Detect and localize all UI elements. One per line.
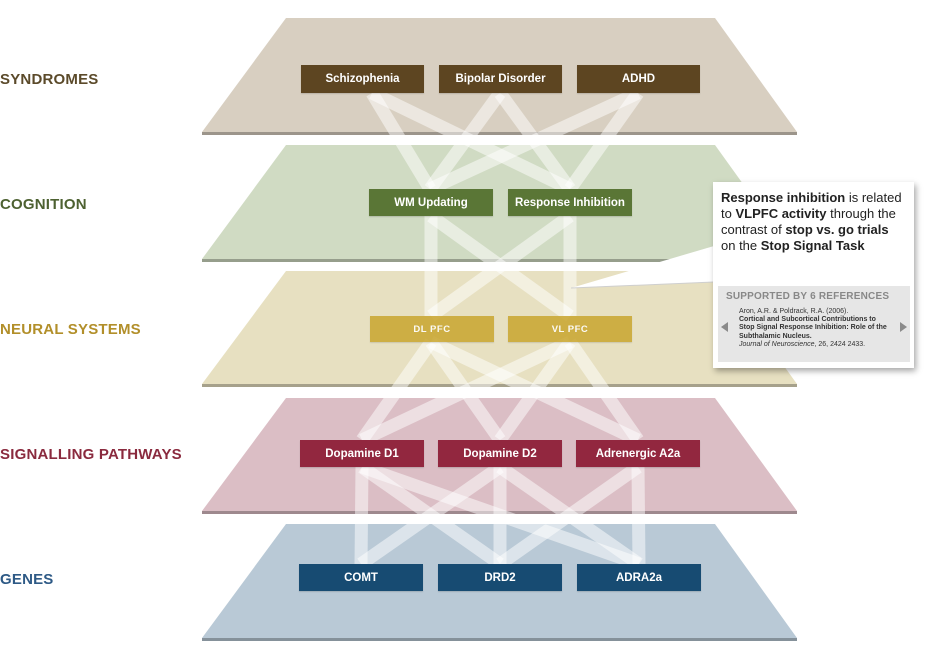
chevron-left-icon[interactable] bbox=[720, 321, 730, 333]
node-dopamine-d1[interactable]: Dopamine D1 bbox=[300, 440, 424, 467]
callout-pointer-edge bbox=[570, 281, 715, 289]
connection-band-16 bbox=[354, 466, 369, 565]
connection-band-5 bbox=[564, 89, 644, 193]
reference-entry: Aron, A.R. & Poldrack, R.A. (2006). Cort… bbox=[739, 308, 889, 349]
callout-text-part-6: Stop Signal Task bbox=[760, 238, 865, 253]
plane-2 bbox=[202, 271, 797, 384]
callout-text-part-2: VLPFC activity bbox=[735, 206, 827, 221]
level-label-genes: GENES bbox=[0, 571, 54, 588]
node-adra2a[interactable]: ADRA2a bbox=[577, 564, 701, 591]
callout-description: Response inhibition is related to VLPFC … bbox=[721, 190, 906, 254]
references-panel: SUPPORTED BY 6 REFERENCES Aron, A.R. & P… bbox=[718, 286, 910, 362]
node-vl-pfc[interactable]: VL PFC bbox=[508, 316, 632, 342]
node-dopamine-d2[interactable]: Dopamine D2 bbox=[438, 440, 562, 467]
node-bipolar-disorder[interactable]: Bipolar Disorder bbox=[439, 65, 562, 93]
level-label-neural-systems: NEURAL SYSTEMS bbox=[0, 321, 141, 338]
node-comt[interactable]: COMT bbox=[299, 564, 423, 591]
plane-1 bbox=[202, 145, 797, 259]
connection-band-4 bbox=[427, 87, 641, 195]
connection-band-13 bbox=[494, 338, 576, 444]
reference-journal: Journal of Neuroscience bbox=[739, 340, 815, 348]
connection-band-19 bbox=[357, 461, 504, 570]
callout-text-part-0: Response inhibition bbox=[721, 190, 846, 205]
info-callout: Response inhibition is related to VLPFC … bbox=[713, 182, 914, 368]
node-dl-pfc[interactable]: DL PFC bbox=[370, 316, 494, 342]
plane-edge-0 bbox=[202, 132, 797, 135]
callout-text-part-1: is related to bbox=[721, 190, 902, 221]
connection-band-0 bbox=[366, 89, 436, 193]
reference-authors: Aron, A.R. & Poldrack, R.A. (2006). bbox=[739, 308, 849, 315]
reference-title: Cortical and Subcortical Contributions t… bbox=[739, 316, 887, 340]
node-schizophrenia[interactable]: Schizophenia bbox=[301, 65, 424, 93]
references-heading: SUPPORTED BY 6 REFERENCES bbox=[726, 291, 890, 302]
plane-edge-2 bbox=[202, 384, 797, 387]
reference-details: , 26, 2424 2433. bbox=[814, 340, 866, 348]
callout-text-part-5: on the bbox=[721, 238, 761, 253]
callout-text-part-3: through the contrast of bbox=[721, 206, 896, 237]
connection-band-2 bbox=[424, 89, 506, 193]
callout-pointer bbox=[571, 246, 714, 288]
chevron-right-icon[interactable] bbox=[898, 321, 908, 333]
connection-band-10 bbox=[356, 338, 437, 444]
callout-text-part-4: stop vs. go trials bbox=[785, 222, 889, 237]
node-drd2[interactable]: DRD2 bbox=[438, 564, 562, 591]
connection-band-9 bbox=[427, 210, 574, 322]
plane-edge-4 bbox=[202, 638, 797, 641]
connection-band-15 bbox=[359, 336, 573, 446]
connection-band-14 bbox=[564, 338, 644, 444]
node-adhd[interactable]: ADHD bbox=[577, 65, 700, 93]
level-label-signalling-pathways: SIGNALLING PATHWAYS bbox=[0, 446, 182, 463]
node-wm-updating[interactable]: WM Updating bbox=[369, 189, 493, 216]
connection-band-22 bbox=[496, 461, 642, 570]
node-adrenergic-a2a[interactable]: Adrenergic A2a bbox=[576, 440, 700, 467]
level-label-syndromes: SYNDROMES bbox=[0, 71, 99, 88]
node-response-inhibition[interactable]: Response Inhibition bbox=[508, 189, 632, 216]
level-label-cognition: COGNITION bbox=[0, 196, 87, 213]
connection-band-23 bbox=[631, 466, 646, 565]
